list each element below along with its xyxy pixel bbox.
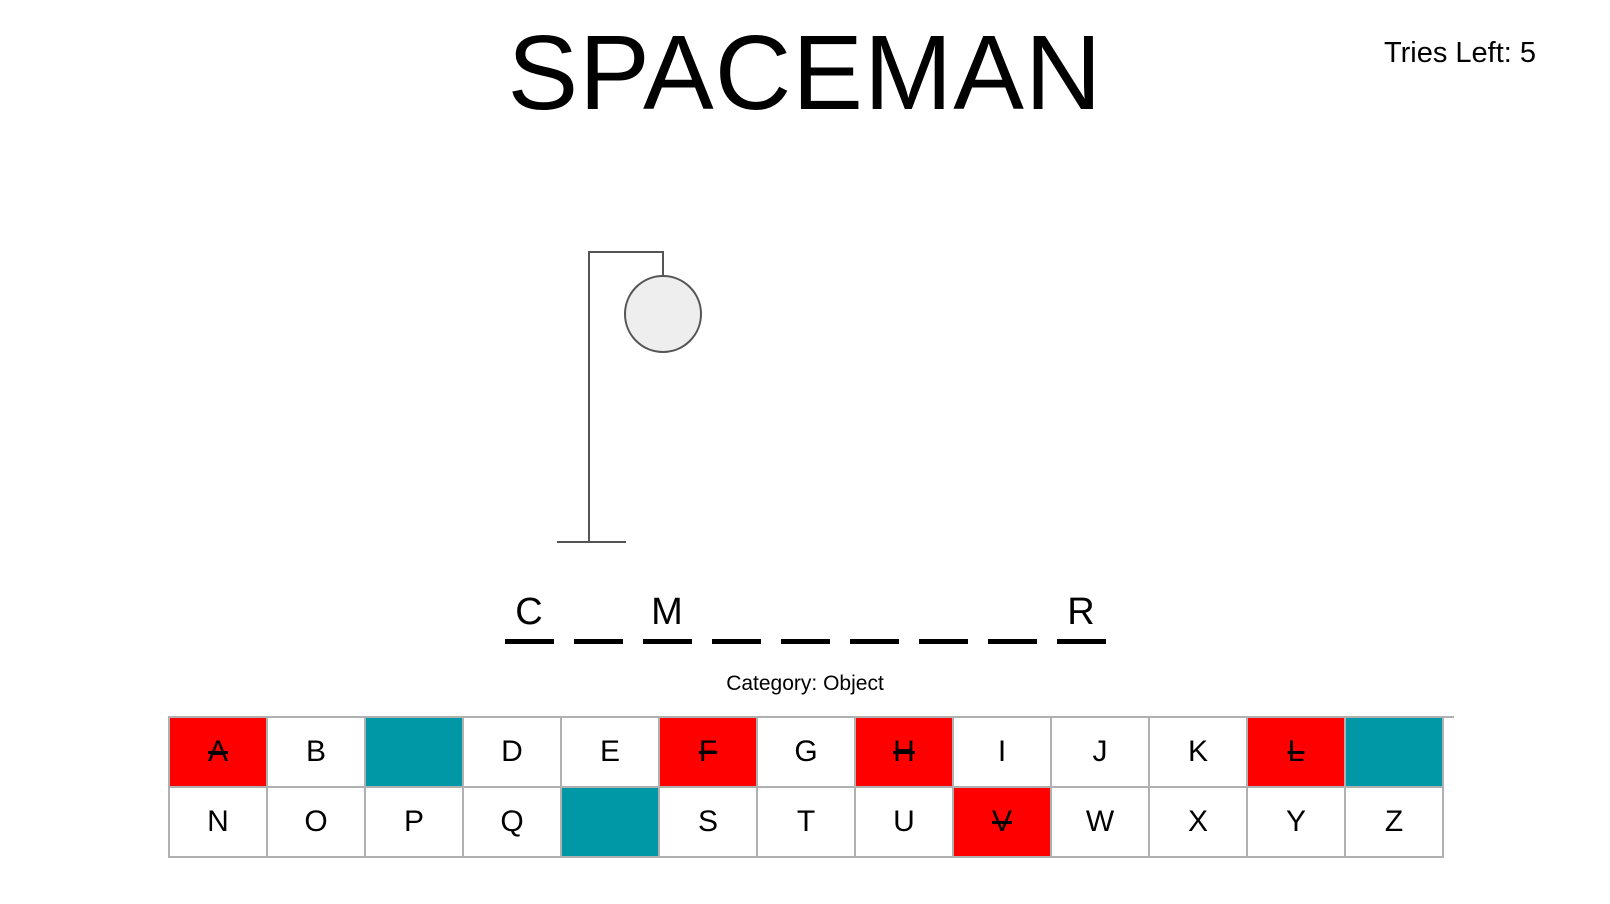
letter-key-x[interactable]: X [1150, 788, 1248, 858]
word-slot-letter: M [651, 591, 683, 633]
letter-keyboard: ABCDEFGHIJKLM NOPQRSTUVWXYZ [168, 716, 1454, 858]
word-slot [987, 590, 1037, 650]
word-slot-underline [642, 639, 692, 644]
letter-key-s[interactable]: S [660, 788, 758, 858]
word-slot-underline [780, 639, 830, 644]
game-title: SPACEMAN [507, 14, 1103, 132]
letter-key-l[interactable]: L [1248, 718, 1346, 788]
letter-key-p[interactable]: P [366, 788, 464, 858]
word-slot: M [642, 590, 692, 650]
letter-key-z[interactable]: Z [1346, 788, 1444, 858]
letter-key-k[interactable]: K [1150, 718, 1248, 788]
letter-key-c[interactable]: C [366, 718, 464, 788]
letter-key-t[interactable]: T [758, 788, 856, 858]
letter-key-d[interactable]: D [464, 718, 562, 788]
letter-key-u[interactable]: U [856, 788, 954, 858]
word-slot [918, 590, 968, 650]
word-slot-underline [918, 639, 968, 644]
word-slot-underline [504, 639, 554, 644]
spaceman-head [624, 275, 702, 353]
word-slot-letter: R [1067, 591, 1095, 633]
word-slot [780, 590, 830, 650]
tries-left-counter: Tries Left: 5 [1383, 37, 1536, 69]
letter-key-n[interactable]: N [170, 788, 268, 858]
word-slot [849, 590, 899, 650]
letter-key-g[interactable]: G [758, 718, 856, 788]
word-slot-underline [573, 639, 623, 644]
letter-key-o[interactable]: O [268, 788, 366, 858]
word-slot [711, 590, 761, 650]
word-slot-letter: C [515, 591, 543, 633]
letter-key-i[interactable]: I [954, 718, 1052, 788]
word-slot: C [504, 590, 554, 650]
letter-key-q[interactable]: Q [464, 788, 562, 858]
letter-key-w[interactable]: W [1052, 788, 1150, 858]
word-slot [573, 590, 623, 650]
word-slot-underline [711, 639, 761, 644]
word-slot: R [1056, 590, 1106, 650]
spaceman-drawing [557, 251, 702, 543]
letter-key-m[interactable]: M [1346, 718, 1444, 788]
letter-key-b[interactable]: B [268, 718, 366, 788]
letter-key-y[interactable]: Y [1248, 788, 1346, 858]
word-slot-underline [1056, 639, 1106, 644]
letter-key-j[interactable]: J [1052, 718, 1150, 788]
letter-key-h[interactable]: H [856, 718, 954, 788]
letter-key-a[interactable]: A [170, 718, 268, 788]
letter-key-r[interactable]: R [562, 788, 660, 858]
letter-key-v[interactable]: V [954, 788, 1052, 858]
word-slot-underline [987, 639, 1037, 644]
word-slot-underline [849, 639, 899, 644]
letter-key-f[interactable]: F [660, 718, 758, 788]
category-label: Category: Object [726, 672, 884, 695]
letter-key-e[interactable]: E [562, 718, 660, 788]
